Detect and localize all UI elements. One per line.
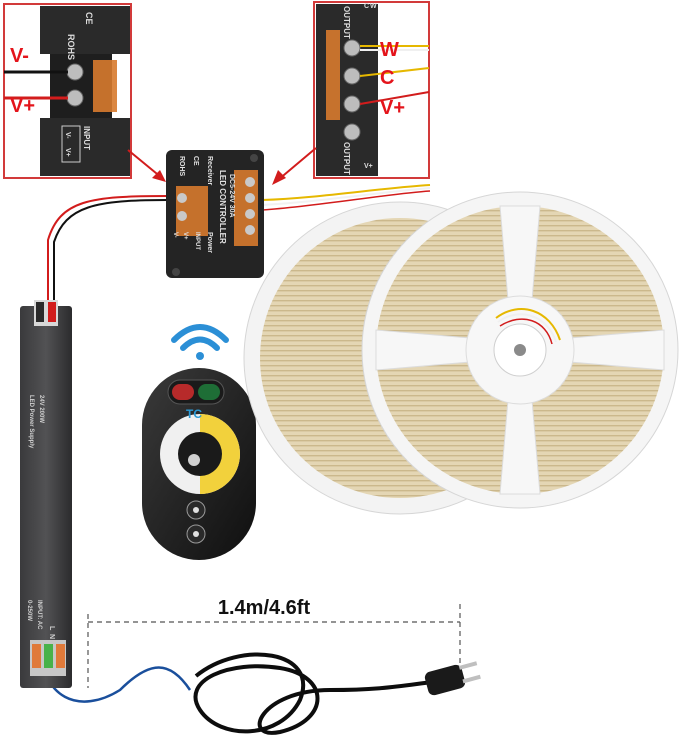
psu-name: LED Power Supply xyxy=(28,395,34,449)
controller-title: LED CONTROLLER xyxy=(218,170,227,244)
reel-front-spokes xyxy=(375,205,665,495)
right-callout-screw-2 xyxy=(343,67,361,85)
label-v-plus-right: V+ xyxy=(380,97,405,119)
controller-term-2: V+ xyxy=(182,232,188,240)
left-callout-device-top xyxy=(40,6,130,54)
remote-power-off-button xyxy=(172,384,194,400)
psu-input-slot-1 xyxy=(32,644,41,668)
left-arrow-head xyxy=(152,170,166,182)
controller-screw-3 xyxy=(245,177,255,187)
right-callout-term-v: V+ xyxy=(364,163,373,170)
right-callout: W C V+ OUTPUT OUTPUT C W V+ xyxy=(313,1,430,179)
controller-receiver: Receiver xyxy=(206,156,213,185)
remote-logo: TC xyxy=(186,407,202,421)
right-callout-wire-v xyxy=(359,91,430,105)
right-arrow-head xyxy=(272,170,286,185)
controller-screw-1 xyxy=(177,193,187,203)
psu-output-slot-1 xyxy=(36,302,44,322)
label-c: C xyxy=(380,67,394,89)
remote-control: TC xyxy=(142,324,256,560)
left-arrow xyxy=(127,149,163,179)
led-strip-reels xyxy=(243,191,679,515)
right-callout-output-bottom: OUTPUT xyxy=(342,142,351,175)
psu-term-n: N xyxy=(48,634,55,639)
controller-input: INPUT xyxy=(194,232,200,250)
right-callout-term-w: W xyxy=(370,3,377,10)
controller-power: Power xyxy=(206,232,213,253)
power-supply: LED Power Supply 24V 200W INPUT: AC 0-25… xyxy=(20,300,72,688)
left-callout-orange-cover xyxy=(93,60,117,112)
remote-power-on-button xyxy=(198,384,220,400)
controller-spec: DC5-24V 30A xyxy=(228,174,235,218)
psu-voltage: 0-250W xyxy=(26,600,32,621)
led-controller: ROHS CE Receiver Power LED CONTROLLER DC… xyxy=(166,150,264,278)
plug-body xyxy=(424,664,466,696)
controller-mount-hole-2 xyxy=(250,154,258,162)
left-callout-term-1: V- xyxy=(64,132,71,139)
reel-front-axle xyxy=(514,344,526,356)
left-callout-input-label: INPUT xyxy=(82,126,91,150)
right-callout-screw-3 xyxy=(343,95,361,113)
right-arrow xyxy=(277,147,317,181)
cord-cable xyxy=(193,652,433,735)
wire-yellow-1 xyxy=(261,184,431,201)
left-callout-screw-2 xyxy=(66,89,84,107)
wire-red-main xyxy=(47,195,169,318)
right-callout-orange-cover xyxy=(326,30,340,120)
psu-term-l: L xyxy=(48,626,55,631)
psu-model: 24V 200W xyxy=(38,395,44,423)
reel-lead-white xyxy=(497,313,557,343)
wire-red-2 xyxy=(261,190,431,211)
power-cord xyxy=(193,652,481,735)
wire-white-1 xyxy=(261,187,431,206)
wifi-signal-icon xyxy=(171,324,229,360)
left-callout-screw-1 xyxy=(66,63,84,81)
right-callout-wire-c xyxy=(359,67,430,77)
controller-screw-2 xyxy=(177,211,187,221)
controller-ce: CE xyxy=(192,156,199,166)
length-dimension: 1.4m/4.6ft xyxy=(87,597,461,688)
right-callout-screw-4 xyxy=(343,123,361,141)
label-v-plus: V+ xyxy=(10,95,35,117)
psu-input-slot-2 xyxy=(44,644,53,668)
left-callout-device-bottom xyxy=(40,118,130,176)
plug-prong-2 xyxy=(462,674,481,684)
controller-rohs: ROHS xyxy=(178,156,185,177)
psu-input-slot-3 xyxy=(56,644,65,668)
left-callout-rohs: ROHS xyxy=(66,34,76,60)
plug-prong-1 xyxy=(458,661,478,670)
label-w: W xyxy=(380,39,399,61)
psu-body xyxy=(20,306,72,688)
left-callout-term-2: V+ xyxy=(64,148,71,157)
psu-output-slot-2 xyxy=(48,302,56,322)
right-callout-screw-1 xyxy=(343,39,361,57)
left-callout: V- V+ ROHS CE INPUT V- V+ xyxy=(3,3,132,179)
remote-wheel-center xyxy=(178,432,222,476)
reel-lead-red xyxy=(499,318,553,345)
remote-wheel-dot xyxy=(188,454,200,466)
right-callout-term-c: C xyxy=(364,3,369,10)
length-label: 1.4m/4.6ft xyxy=(218,597,311,619)
right-callout-output-top: OUTPUT xyxy=(342,6,351,39)
psu-input-rating: INPUT: AC xyxy=(36,600,42,630)
wiring xyxy=(38,184,431,703)
controller-screw-5 xyxy=(245,209,255,219)
label-v-minus: V- xyxy=(10,45,29,67)
reel-lead-yellow xyxy=(495,308,561,341)
left-callout-ce: CE xyxy=(84,12,94,25)
controller-term-1: V- xyxy=(172,232,178,238)
bulb-icon xyxy=(193,507,199,513)
controller-mount-hole-1 xyxy=(172,268,180,276)
wire-black-main xyxy=(53,199,169,318)
left-callout-input-box xyxy=(61,125,81,163)
controller-screw-4 xyxy=(245,193,255,203)
bulb-dim-icon xyxy=(193,531,199,537)
controller-screw-6 xyxy=(245,225,255,235)
